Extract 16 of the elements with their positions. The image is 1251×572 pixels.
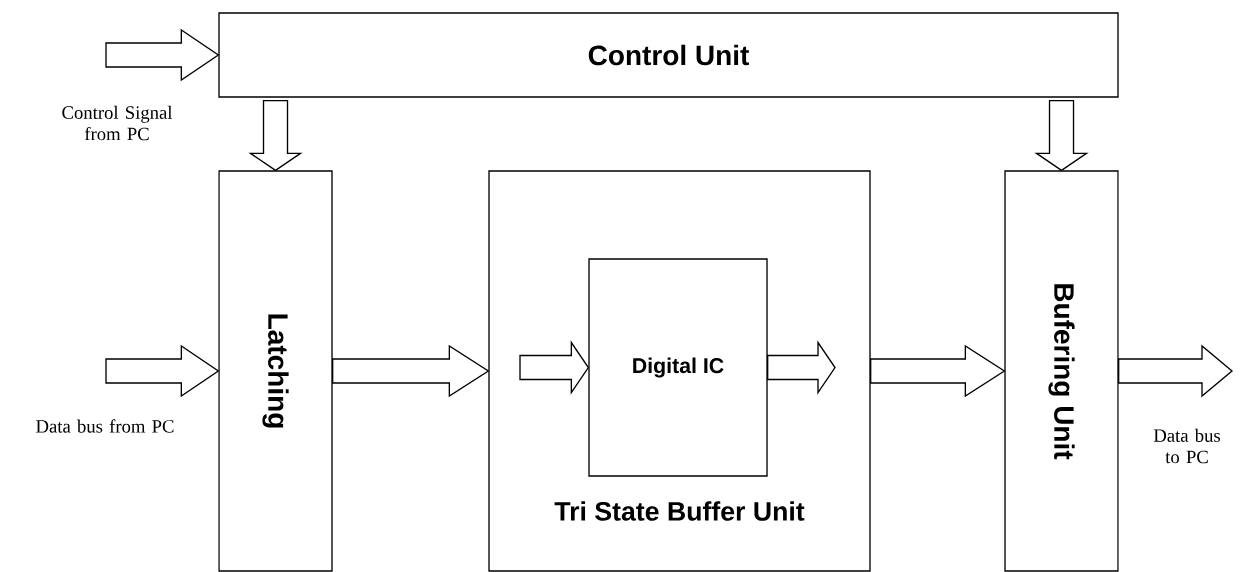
signal-label: Data bus from PC (36, 419, 174, 433)
block-arrow (105, 344, 220, 398)
block-arrow (767, 340, 836, 395)
block-arrow (1118, 344, 1234, 398)
block-arrow (870, 344, 1006, 398)
block-arrow (1034, 100, 1089, 172)
block-arrow (332, 344, 490, 398)
unit-box: Control Unit (218, 12, 1119, 98)
unit-box: Digital IC (588, 258, 768, 477)
block-arrow (519, 340, 590, 395)
unit-box: Bufering Unit (1004, 170, 1119, 572)
block-arrow (248, 100, 303, 172)
signal-label: Data bus to PC (1153, 428, 1221, 464)
unit-box: Latching (218, 170, 333, 572)
block-arrow (105, 28, 220, 82)
signal-label: Control Signal from PC (62, 105, 173, 141)
